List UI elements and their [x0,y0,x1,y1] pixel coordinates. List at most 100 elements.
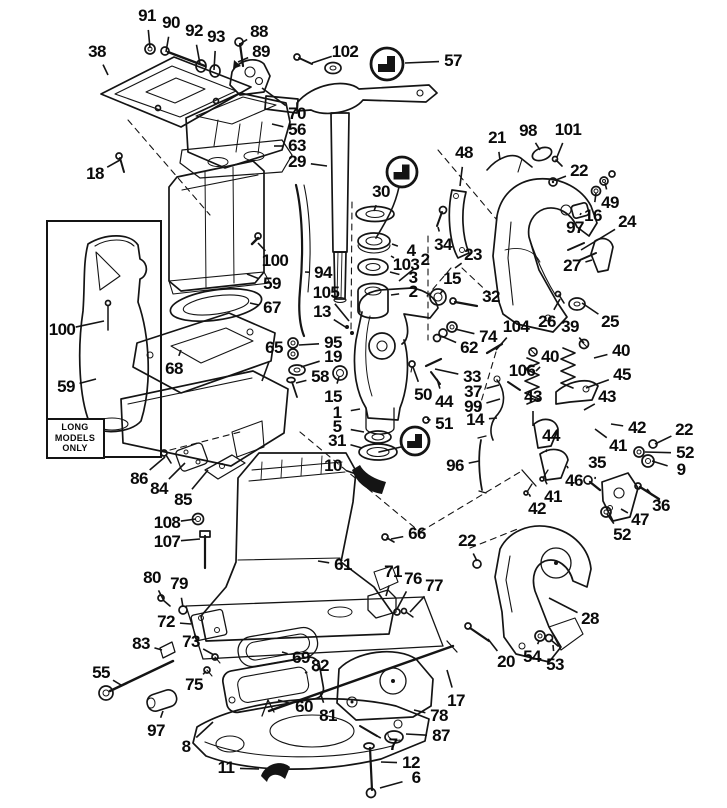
mount-hardware-center [286,325,354,398]
part-callout-17: 17 [447,691,465,710]
part-callout-71: 71 [384,562,402,581]
part-callout-23: 23 [464,245,482,264]
part-callout-43: 43 [524,387,542,406]
part-callout-68: 68 [165,359,183,378]
exhaust-housing-61 [185,452,444,660]
part-callout-89: 89 [252,42,270,61]
part-callout-44: 44 [542,426,560,445]
part-callout-106: 106 [508,361,536,380]
part-callout-39: 39 [561,317,579,336]
part-callout-8: 8 [181,737,191,756]
part-callout-38: 38 [88,42,106,61]
part-callout-90: 90 [162,13,180,32]
part-callout-2: 2 [408,282,418,301]
part-callout-52: 52 [613,525,631,544]
part-callout-67: 67 [263,298,281,317]
part-callout-22: 22 [458,531,476,550]
swivel-bracket-1 [352,287,439,494]
part-callout-19: 19 [324,347,342,366]
part-callout-101: 101 [554,120,582,139]
part-callout-49: 49 [601,193,619,212]
part-callout-22: 22 [570,161,588,180]
part-callout-37: 37 [464,382,482,401]
part-callout-73: 73 [182,632,200,651]
part-callout-104: 104 [502,317,530,336]
part-callout-75: 75 [185,675,203,694]
part-callout-98: 98 [519,121,537,140]
inset-long-housing [78,235,150,433]
part-callout-50: 50 [414,385,432,404]
part-callout-60: 60 [295,697,313,716]
part-callout-59: 59 [263,274,281,293]
part-callout-29: 29 [288,152,306,171]
note-line: ONLY [62,443,88,454]
part-callout-34: 34 [434,235,452,254]
part-callout-22: 22 [675,420,693,439]
part-callout-99: 99 [464,397,482,416]
part-callout-80: 80 [143,568,161,587]
part-callout-1: 1 [332,403,342,422]
part-callout-7: 7 [388,735,398,754]
part-callout-83: 83 [132,634,150,653]
part-callout-85: 85 [174,490,192,509]
part-callout-65: 65 [265,338,283,357]
part-callout-12: 12 [402,753,420,772]
part-callout-32: 32 [482,287,500,306]
part-callout-31: 31 [328,431,346,450]
part-callout-15: 15 [443,269,461,288]
part-callout-96: 96 [446,456,464,475]
thrust-washer-stack [355,205,395,319]
part-callout-10: 10 [324,456,342,475]
part-callout-63: 63 [288,136,306,155]
part-callout-66: 66 [408,524,426,543]
part-callout-51: 51 [435,414,453,433]
part-callout-91: 91 [138,6,156,25]
part-callout-94: 94 [314,263,332,282]
part-callout-70: 70 [288,104,306,123]
part-callout-2: 2 [420,250,430,269]
part-callout-18: 18 [86,164,104,183]
long-models-only-note: LONG MODELS ONLY [45,417,105,459]
part-callout-61: 61 [334,555,352,574]
part-callout-46: 46 [565,471,583,490]
steering-arm-shaft-29 [264,82,438,304]
part-callout-102: 102 [331,42,359,61]
exhaust-adapter-56 [179,53,342,179]
part-callout-47: 47 [631,510,649,529]
part-callout-14: 14 [466,410,484,429]
part-callout-20: 20 [497,652,515,671]
part-callout-93: 93 [207,27,225,46]
part-callout-69: 69 [292,648,310,667]
part-callout-62: 62 [460,338,478,357]
symbol-tail [378,446,402,453]
part-callout-100: 100 [261,251,289,270]
part-callout-77: 77 [425,576,443,595]
part-callout-87: 87 [432,726,450,745]
part-callout-57: 57 [444,51,462,70]
part-callout-81: 81 [319,706,337,725]
long-models-inset-frame: LONG MODELS ONLY [45,220,162,459]
part-callout-82: 82 [311,656,329,675]
part-callout-55: 55 [92,663,110,682]
part-callout-40: 40 [541,347,559,366]
part-callout-4: 4 [406,241,416,260]
part-callout-88: 88 [250,22,268,41]
part-callout-76: 76 [404,569,422,588]
note-line: LONG [61,422,89,433]
part-callout-26: 26 [538,312,556,331]
lower-mount-group [192,626,430,782]
part-callout-79: 79 [170,574,188,593]
part-callout-97: 97 [147,721,165,740]
part-callout-35: 35 [588,453,606,472]
part-callout-58: 58 [311,367,329,386]
note-line: MODELS [54,432,96,443]
part-callout-24: 24 [618,212,636,231]
part-callout-5: 5 [332,417,342,436]
part-callout-54: 54 [523,647,541,666]
part-callout-41: 41 [609,436,627,455]
part-callout-16: 16 [584,206,602,225]
clamp-bracket-lower-28 [464,525,592,663]
part-callout-11: 11 [217,758,235,777]
